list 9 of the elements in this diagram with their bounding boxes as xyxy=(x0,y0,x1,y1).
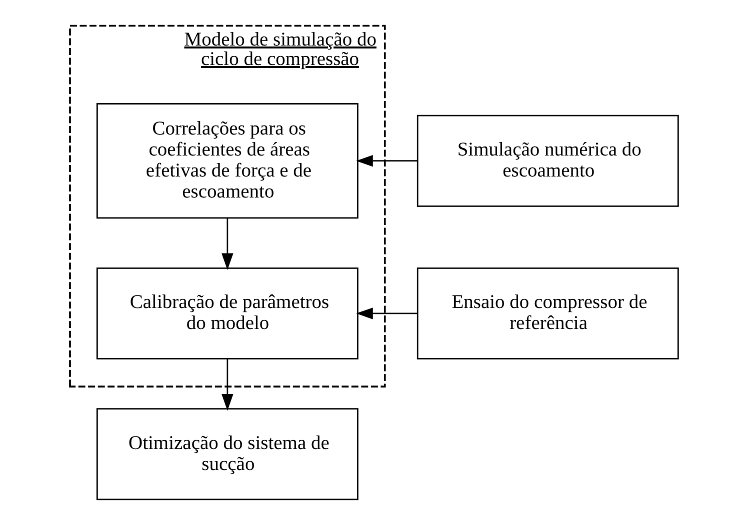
arrow xyxy=(356,307,418,319)
node-box: Otimização do sistema de sucção xyxy=(96,408,358,500)
node-box: Calibração de parâmetros do modelo xyxy=(96,266,358,359)
arrow xyxy=(356,154,418,166)
node-box: Ensaio do compressor de referência xyxy=(416,266,679,359)
node-box: Simulação numérica do escoamento xyxy=(416,114,679,206)
arrow xyxy=(222,218,234,270)
arrow xyxy=(222,358,234,410)
node-box: Correlações para os coeficientes de áreas efetivas de força e de escoamento xyxy=(96,102,358,218)
